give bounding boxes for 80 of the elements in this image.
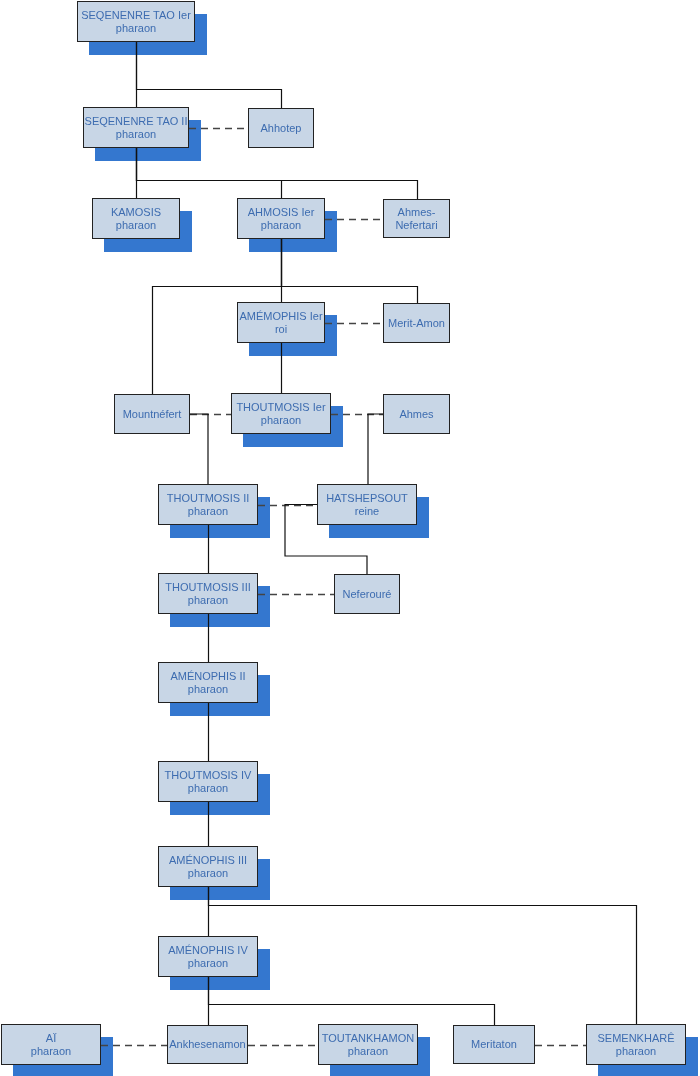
role-label: pharaon xyxy=(30,1044,72,1058)
person-box xyxy=(92,198,180,239)
descent-line xyxy=(280,342,283,394)
role-label: pharaon xyxy=(615,1044,657,1058)
person-box xyxy=(383,303,450,343)
person-name: Neferouré xyxy=(342,587,392,601)
person-box xyxy=(158,761,258,802)
person-name: SEQENENRE TAO II xyxy=(84,114,188,128)
person-name: THOUTMOSIS III xyxy=(165,580,251,594)
person-name: Meritaton xyxy=(471,1038,517,1051)
person-name: Ahhotep xyxy=(260,121,302,135)
person-box xyxy=(317,484,417,525)
role-label: pharaon xyxy=(260,413,302,427)
descent-line xyxy=(207,886,638,1025)
role-label: pharaon xyxy=(187,781,229,795)
person-box xyxy=(237,302,325,343)
person-box xyxy=(383,394,450,434)
marriage-line xyxy=(257,593,335,596)
descent-line xyxy=(135,147,419,200)
person-box xyxy=(248,108,314,148)
person-name: Mountnéfert xyxy=(122,407,182,421)
marriage-line xyxy=(100,1044,168,1047)
person-box xyxy=(158,846,258,887)
person-box xyxy=(237,198,325,239)
role-label: pharaon xyxy=(187,956,229,970)
role-label: pharaon xyxy=(115,127,157,141)
descent-line xyxy=(207,524,210,574)
role-label: pharaon xyxy=(347,1044,389,1058)
role-label: pharaon xyxy=(115,21,157,35)
person-name: AÏ xyxy=(45,1031,57,1045)
descent-line xyxy=(207,801,210,847)
marriage-line xyxy=(534,1044,587,1047)
role-label: pharaon xyxy=(187,682,229,696)
descent-line xyxy=(207,613,210,663)
person-box xyxy=(158,484,258,525)
descent-line xyxy=(207,976,496,1026)
descent-line xyxy=(207,702,210,762)
person-box xyxy=(453,1025,535,1064)
role-label: reine xyxy=(354,504,380,518)
person-box xyxy=(158,936,258,977)
person-box xyxy=(77,1,195,42)
person-name: HATSHEPSOUT xyxy=(326,491,408,505)
role-label: pharaon xyxy=(115,218,157,232)
person-box xyxy=(167,1025,248,1064)
person-name: Ahmes xyxy=(399,407,434,421)
person-name: THOUTMOSIS II xyxy=(166,491,250,505)
person-box xyxy=(158,662,258,703)
person-name: SEMENKHARÊ xyxy=(597,1031,675,1045)
person-box xyxy=(318,1024,418,1065)
person-box xyxy=(1,1024,101,1065)
person-box xyxy=(586,1024,686,1065)
person-box xyxy=(231,393,331,434)
person-name: AMÉMOPHIS Ier xyxy=(239,309,323,323)
role-label: roi xyxy=(274,322,288,336)
person-name: Merit-Amon xyxy=(388,316,445,330)
descent-line xyxy=(280,238,419,304)
person-name: Ankhesenamon xyxy=(169,1038,246,1051)
person-name: AMÉNOPHIS II xyxy=(170,669,246,683)
role-label: pharaon xyxy=(187,504,229,518)
descent-line xyxy=(135,41,283,109)
role-label: pharaon xyxy=(187,593,229,607)
descent-line xyxy=(367,413,384,485)
person-box xyxy=(114,394,190,434)
person-name: Ahmes-Nefertari xyxy=(394,205,439,232)
person-box xyxy=(158,573,258,614)
person-name: SEQENENRE TAO Ier xyxy=(81,8,191,22)
role-label: pharaon xyxy=(260,218,302,232)
person-name: THOUTMOSIS Ier xyxy=(236,400,326,414)
person-name: AMÉNOPHIS III xyxy=(168,853,248,867)
person-name: THOUTMOSIS IV xyxy=(164,768,252,782)
role-label: pharaon xyxy=(187,866,229,880)
descent-line xyxy=(189,413,209,485)
person-box xyxy=(334,574,400,614)
person-box xyxy=(383,199,450,238)
descent-line xyxy=(284,503,368,575)
person-box xyxy=(83,107,189,148)
person-name: AMÉNOPHIS IV xyxy=(168,943,248,957)
person-name: KAMOSIS xyxy=(110,205,162,219)
person-name: TOUTANKHAMON xyxy=(321,1031,415,1045)
person-name: AHMOSIS Ier xyxy=(247,205,315,219)
